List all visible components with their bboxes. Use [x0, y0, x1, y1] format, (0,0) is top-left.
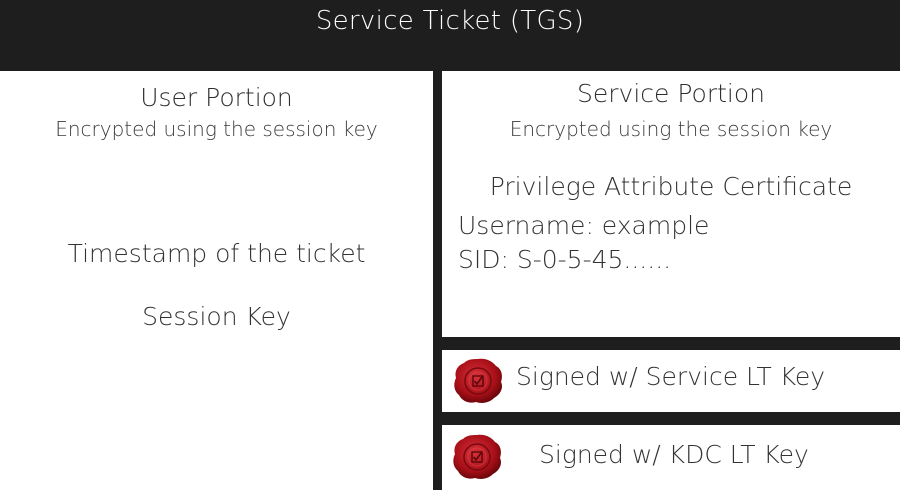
timestamp-item: Timestamp of the ticket	[67, 239, 366, 268]
sid-field: SID: S-0-5-45......	[458, 245, 672, 274]
kdc-signature-label: Signed w/ KDC LT Key	[539, 440, 809, 469]
wax-seal-icon	[454, 358, 503, 403]
service-signature-label: Signed w/ Service LT Key	[516, 362, 826, 391]
session-key-item: Session Key	[142, 302, 291, 331]
user-portion-subheading: Encrypted using the session key	[55, 117, 378, 141]
service-portion-heading: Service Portion	[577, 79, 765, 108]
page-title: Service Ticket (TGS)	[315, 6, 585, 36]
service-portion-panel: Service Portion Encrypted using the sess…	[442, 71, 900, 337]
service-signature-panel: Signed w/ Service LT Key	[442, 350, 900, 412]
user-portion-heading: User Portion	[140, 83, 293, 112]
username-field: Username: example	[458, 211, 710, 240]
user-portion-panel: User Portion Encrypted using the session…	[0, 71, 433, 490]
service-portion-subheading: Encrypted using the session key	[509, 117, 833, 141]
kdc-signature-panel: Signed w/ KDC LT Key	[442, 425, 900, 490]
pac-heading: Privilege Attribute Certificate	[489, 172, 853, 201]
title-bar: Service Ticket (TGS)	[0, 0, 900, 70]
wax-seal-icon	[453, 434, 502, 479]
